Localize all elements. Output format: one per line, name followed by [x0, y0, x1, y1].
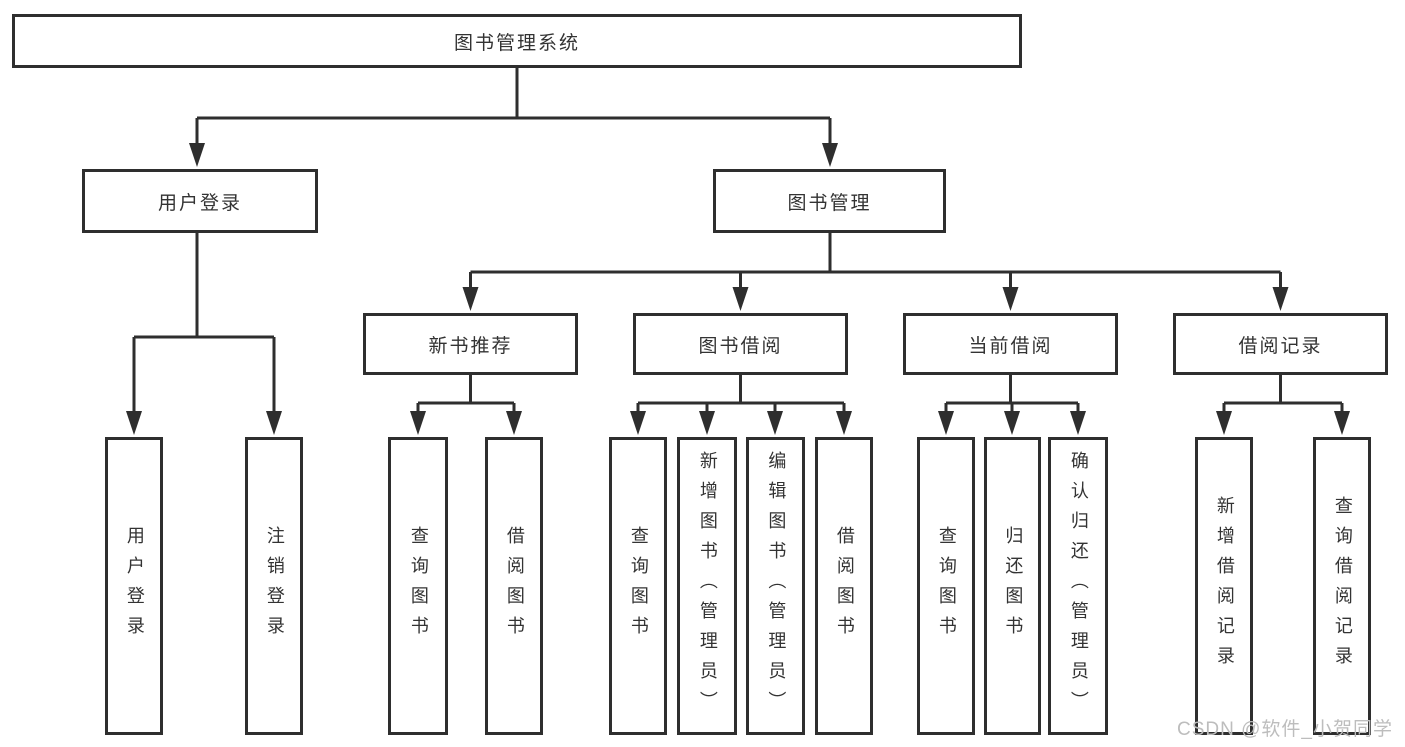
connector-path — [132, 68, 1344, 413]
leaf-bb-edit-books-admin-label: 编辑图书（管理员） — [766, 451, 787, 721]
node-new-book-recommend: 新书推荐 — [363, 313, 578, 375]
arrow-icon — [1272, 287, 1289, 311]
leaf-bb-query-books-label: 查询图书 — [628, 526, 649, 646]
arrow-icon — [1070, 411, 1086, 435]
leaf-cb-confirm-return-admin: 确认归还（管理员） — [1048, 437, 1108, 735]
node-root-label: 图书管理系统 — [453, 32, 580, 54]
leaf-bb-query-books: 查询图书 — [609, 437, 667, 735]
leaf-br-add-record: 新增借阅记录 — [1195, 437, 1253, 735]
node-new-book-recommend-label: 新书推荐 — [428, 335, 513, 357]
leaf-logout-label: 注销登录 — [264, 526, 285, 646]
leaf-nb-query-books: 查询图书 — [388, 437, 448, 735]
leaf-cb-return-books: 归还图书 — [984, 437, 1041, 735]
leaf-br-query-record-label: 查询借阅记录 — [1332, 496, 1353, 676]
arrow-icon — [1002, 287, 1019, 311]
arrow-icon — [836, 411, 852, 435]
node-book-management: 图书管理 — [713, 169, 946, 233]
node-book-borrow: 图书借阅 — [633, 313, 848, 375]
leaf-bb-add-books-admin-label: 新增图书（管理员） — [697, 451, 718, 721]
leaf-logout: 注销登录 — [245, 437, 303, 735]
node-borrow-records: 借阅记录 — [1173, 313, 1388, 375]
arrow-icon — [732, 287, 749, 311]
leaf-nb-borrow-books-label: 借阅图书 — [504, 526, 525, 646]
arrow-icon — [699, 411, 715, 435]
arrow-icon — [506, 411, 522, 435]
node-user-login-label: 用户登录 — [157, 192, 242, 214]
arrow-icon — [630, 411, 646, 435]
leaf-bb-edit-books-admin: 编辑图书（管理员） — [746, 437, 805, 735]
arrow-icon — [767, 411, 783, 435]
leaf-bb-add-books-admin: 新增图书（管理员） — [677, 437, 737, 735]
leaf-br-add-record-label: 新增借阅记录 — [1214, 496, 1235, 676]
arrow-icon — [822, 143, 838, 167]
arrow-icon — [1216, 411, 1232, 435]
arrow-icon — [938, 411, 954, 435]
node-root: 图书管理系统 — [12, 14, 1022, 68]
watermark-text: CSDN @软件_小贺同学 — [1177, 719, 1393, 740]
node-current-borrow: 当前借阅 — [903, 313, 1118, 375]
arrow-icon — [266, 411, 282, 435]
arrow-icon — [1334, 411, 1350, 435]
node-book-management-label: 图书管理 — [787, 192, 872, 214]
node-current-borrow-label: 当前借阅 — [968, 335, 1053, 357]
leaf-nb-query-books-label: 查询图书 — [408, 526, 429, 646]
leaf-cb-confirm-return-admin-label: 确认归还（管理员） — [1068, 451, 1089, 721]
arrowheads — [126, 143, 1350, 435]
node-book-borrow-label: 图书借阅 — [698, 335, 783, 357]
arrow-icon — [462, 287, 479, 311]
arrow-icon — [410, 411, 426, 435]
node-user-login: 用户登录 — [82, 169, 318, 233]
node-borrow-records-label: 借阅记录 — [1238, 335, 1323, 357]
leaf-bb-borrow-books: 借阅图书 — [815, 437, 873, 735]
arrow-icon — [1004, 411, 1020, 435]
arrow-icon — [126, 411, 142, 435]
leaf-cb-query-books: 查询图书 — [917, 437, 975, 735]
arrow-icon — [189, 143, 205, 167]
leaf-cb-return-books-label: 归还图书 — [1003, 526, 1024, 646]
leaf-br-query-record: 查询借阅记录 — [1313, 437, 1371, 735]
leaf-nb-borrow-books: 借阅图书 — [485, 437, 543, 735]
leaf-bb-borrow-books-label: 借阅图书 — [834, 526, 855, 646]
leaf-user-login-label: 用户登录 — [124, 526, 145, 646]
leaf-user-login: 用户登录 — [105, 437, 163, 735]
leaf-cb-query-books-label: 查询图书 — [936, 526, 957, 646]
